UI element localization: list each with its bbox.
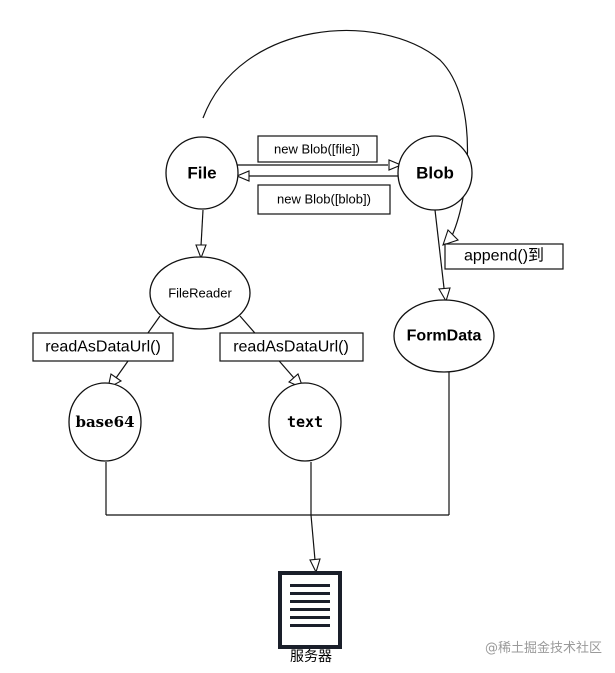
file-to-filereader-arrow-head (195, 244, 207, 260)
node-base64: base64 (68, 382, 142, 462)
node-formdata: FormData (393, 299, 495, 373)
node-text-label: text (287, 413, 323, 431)
node-filereader: FileReader (149, 256, 251, 330)
node-formdata-label: FormData (407, 328, 482, 345)
blob-to-file-arrow-head (235, 170, 250, 182)
label-blob-to-file-text: new Blob([blob]) (277, 192, 371, 207)
node-file-label: File (187, 164, 216, 183)
file-to-filereader-line (200, 209, 204, 247)
node-base64-label: base64 (75, 413, 134, 431)
label-file-to-blob: new Blob([file]) (257, 135, 378, 163)
label-file-to-blob-text: new Blob([file]) (274, 142, 360, 157)
label-read-base64-text: readAsDataUrl() (45, 339, 161, 356)
label-append-text: append()到 (464, 247, 544, 265)
text-to-server-line (310, 462, 316, 561)
watermark-text: @稀土掘金技术社区 (485, 640, 602, 656)
blob-to-formdata-arrow-head (438, 287, 451, 303)
node-file: File (165, 136, 239, 210)
file-to-blob-arrow-head (388, 159, 403, 171)
node-blob: Blob (397, 135, 473, 211)
arc-arrow-head (442, 228, 460, 246)
label-read-text-text: readAsDataUrl() (233, 339, 349, 356)
label-read-text: readAsDataUrl() (219, 332, 364, 362)
text-to-server-arrow-head (309, 558, 321, 574)
label-read-base64: readAsDataUrl() (32, 332, 174, 362)
label-blob-to-file: new Blob([blob]) (257, 184, 391, 215)
label-append: append()到 (444, 243, 564, 270)
server-document-icon (278, 571, 342, 649)
blob-to-formdata-line (434, 209, 445, 289)
node-blob-label: Blob (416, 164, 454, 183)
node-filereader-label: FileReader (168, 286, 232, 301)
node-text: text (268, 382, 342, 462)
server-label: 服务器 (290, 649, 332, 665)
